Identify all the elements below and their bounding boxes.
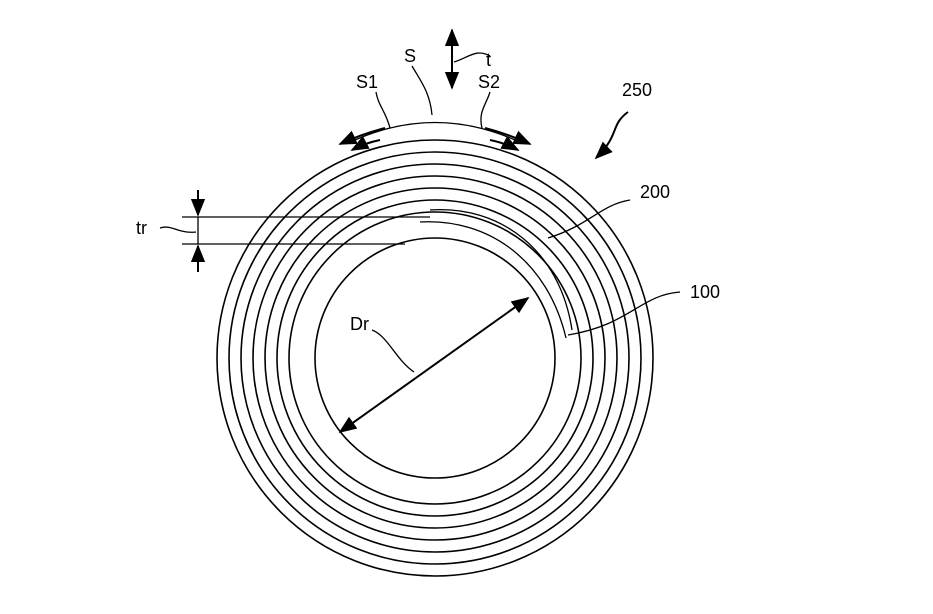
sheet-200-edge-2 <box>420 222 566 338</box>
core-100 <box>315 238 555 478</box>
label-t: t <box>486 50 491 70</box>
label-s: S <box>404 46 416 66</box>
label-s2: S2 <box>478 72 500 92</box>
outer-layer-2 <box>229 152 641 564</box>
outer-layer-6 <box>277 200 593 516</box>
label-tr: tr <box>136 218 147 238</box>
leader-200 <box>548 200 630 238</box>
label-200: 200 <box>640 182 670 202</box>
wound-layers <box>217 140 653 576</box>
thickness-tr-dimension <box>160 190 430 272</box>
label-250: 250 <box>622 80 652 100</box>
label-100: 100 <box>690 282 720 302</box>
outer-layer-1 <box>217 140 653 576</box>
outer-layer-4 <box>253 176 617 540</box>
label-s1: S1 <box>356 72 378 92</box>
outer-layer-5 <box>265 188 605 528</box>
leader-250-arrow <box>596 112 628 158</box>
outer-layer-7 <box>289 212 581 504</box>
label-dr: Dr <box>350 314 369 334</box>
